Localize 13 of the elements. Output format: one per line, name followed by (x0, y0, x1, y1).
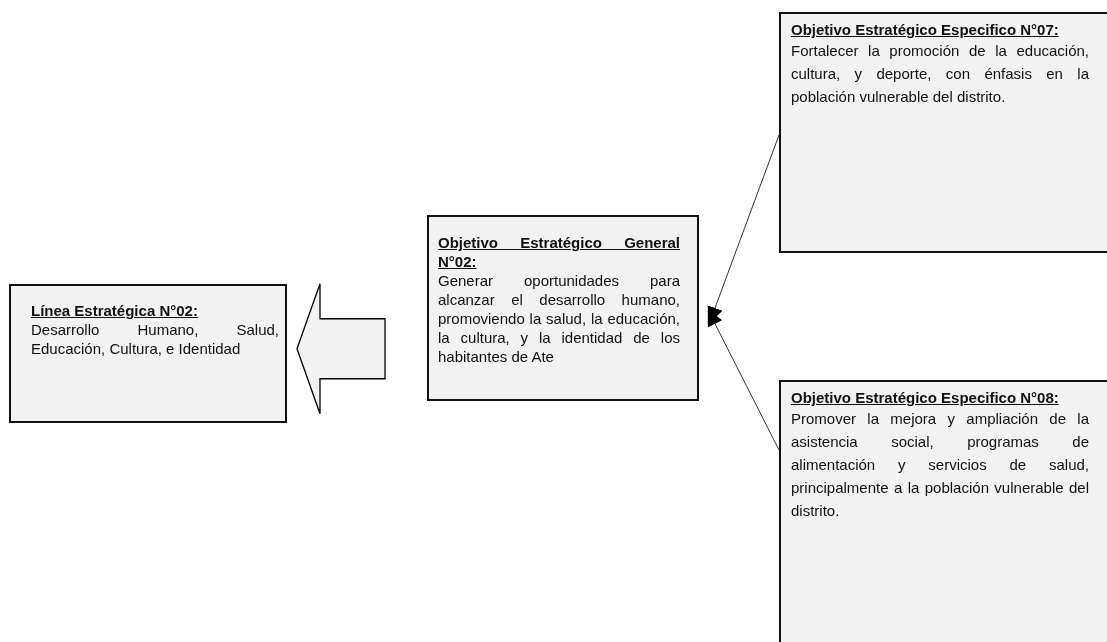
text-box (779, 12, 1107, 253)
box-description: Fortalecer la promoción de la educación, cultura, y deporte, con énfasis en la población vulnerable del distrito. (791, 41, 1089, 107)
box-heading: Objetivo Estratégico General N°02: (438, 233, 680, 271)
text-box (427, 215, 699, 401)
box-description: Desarrollo Humano, Salud, Educación, Cultura, e Identidad (31, 320, 279, 358)
box-heading: Objetivo Estratégico Especifico N°07: (791, 20, 1060, 39)
text-box (9, 284, 287, 423)
box-description: Promover la mejora y ampliación de la asistencia social, programas de alimentación y servicios de salud, principalmente a la población vulnerable del distrito. (791, 409, 1089, 521)
box-description: Generar oportunidades para alcanzar el desarrollo humano, promoviendo la salud, la educación, la cultura, y la identidad de los habitantes de Ate (438, 271, 680, 366)
block-arrow (296, 283, 386, 415)
box-heading: Línea Estratégica N°02: (31, 301, 199, 320)
box-heading: Objetivo Estratégico Especifico N°08: (791, 388, 1060, 407)
text-box (779, 380, 1107, 642)
